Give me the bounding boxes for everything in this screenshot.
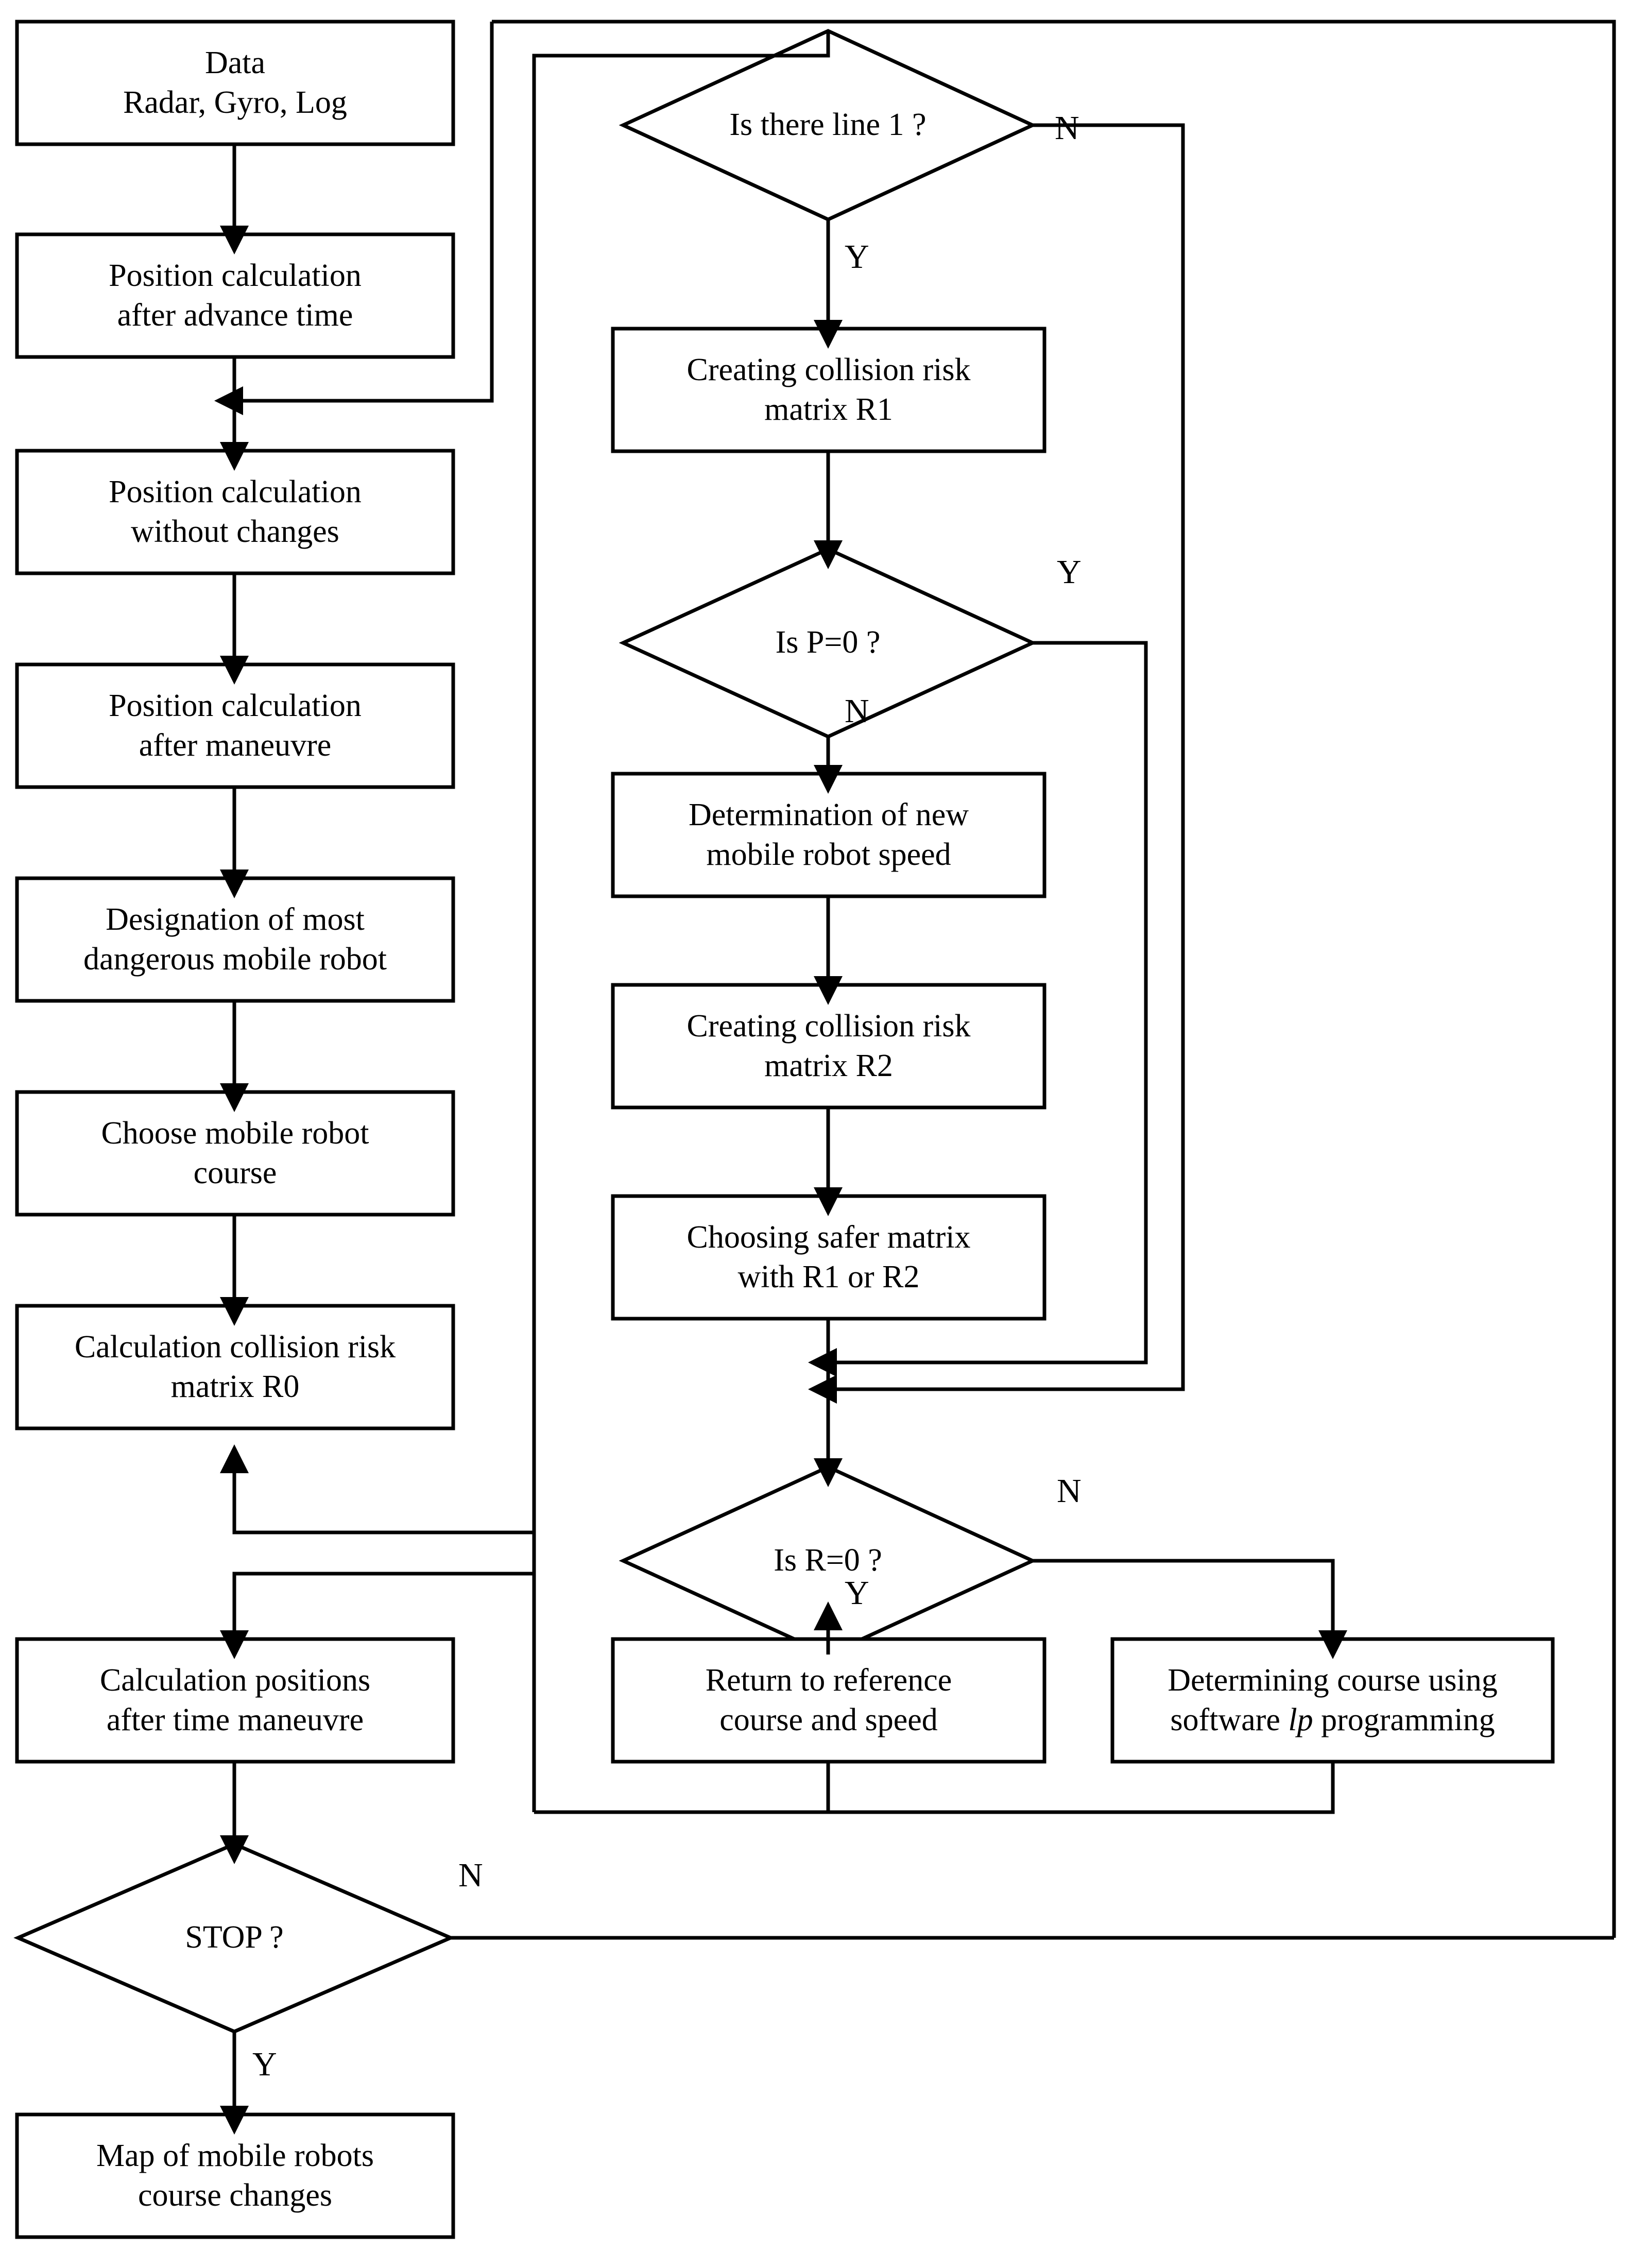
branch-label-stop-no: N [458,1856,483,1894]
node-calc-positions [15,1637,455,1764]
node-matrix-r0 [15,1304,455,1430]
node-map-output [15,2112,455,2239]
conn-p0-yes-merge [837,641,1148,1365]
conn-lp-to-rail [828,1762,1335,1814]
node-designation [15,876,455,1003]
branch-label-p0-yes: Y [1057,553,1082,591]
node-p0-decision [619,547,1037,739]
branch-label-line1-yes: Y [845,238,869,276]
conn-r0-loop-in [232,1473,534,1534]
conn-far-right-border [492,20,1616,1938]
branch-label-r0-yes: Y [845,1574,869,1612]
branch-label-line1-no: N [1055,109,1079,147]
conn-return-to-rail [534,1762,830,1814]
conn-outer-loop-into-nochange [243,22,494,403]
branch-label-stop-yes: Y [252,2045,277,2083]
node-pos-advance [15,232,455,359]
node-line1-decision [619,29,1037,221]
node-r0-decision [619,1465,1037,1657]
node-safer-matrix [611,1194,1046,1321]
conn-branch-to-calc-positions [220,1572,534,1659]
branch-label-r0-no: N [1057,1472,1082,1510]
conn-line1-no-merge [837,123,1185,1391]
node-matrix-r2 [611,983,1046,1110]
branch-label-p0-no: N [845,692,869,730]
conn-r0dec-no-to-lp [1033,1559,1347,1659]
node-new-speed [611,772,1046,898]
node-matrix-r1 [611,327,1046,453]
node-stop-decision [13,1842,455,2034]
node-pos-nochange [15,449,455,575]
conn-loop-into-line1 [532,31,830,1812]
node-pos-maneuvre [15,662,455,789]
node-return-ref [611,1637,1046,1764]
node-data-input [15,20,455,146]
node-lp-course [1110,1637,1555,1764]
node-choose-course [15,1090,455,1217]
